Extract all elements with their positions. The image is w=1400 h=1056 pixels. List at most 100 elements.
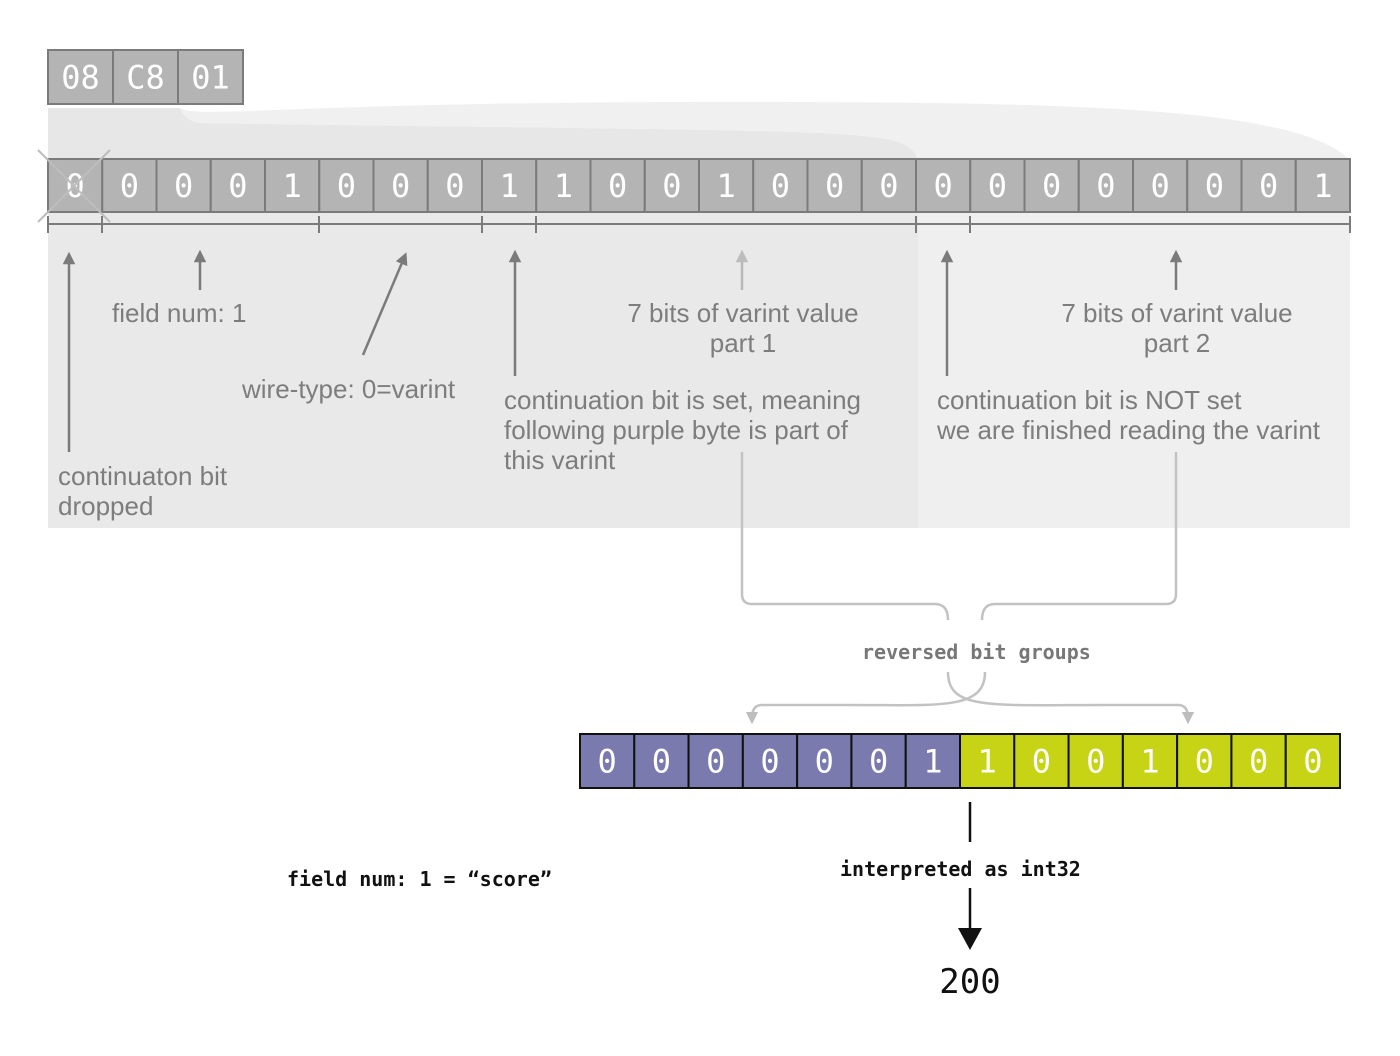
purple-bit-cell-value: 0 [652, 743, 671, 781]
bit-cell-value: 0 [1259, 167, 1278, 205]
label-continuation-set: continuation bit is set, meaning followi… [504, 385, 861, 475]
purple-bit-cell: 0 [579, 733, 636, 789]
bit-cell: 0 [643, 158, 700, 213]
panel-byte-1 [48, 212, 484, 528]
panel-byte-2 [484, 212, 918, 528]
bit-cell: 0 [426, 158, 483, 213]
bit-cell-value: 0 [662, 167, 681, 205]
bit-group-brackets [47, 216, 1351, 233]
bit-cell-value: 0 [771, 167, 790, 205]
bit-cell: 1 [481, 158, 538, 213]
bit-cell-value: 0 [445, 167, 464, 205]
bit-cell: 0 [1186, 158, 1243, 213]
bit-cell: 0 [1240, 158, 1297, 213]
bit-cell-value: 0 [391, 167, 410, 205]
label-continuation-dropped: continuaton bit dropped [58, 461, 228, 521]
label-varint-part1: 7 bits of varint value part 1 [627, 298, 859, 358]
bit-cell: 1 [264, 158, 321, 213]
bit-cell: 0 [1023, 158, 1080, 213]
label-varint-part2: 7 bits of varint value part 2 [1061, 298, 1293, 358]
bit-cell: 0 [969, 158, 1026, 213]
bit-cell: 0 [1077, 158, 1134, 213]
label-field-num: field num: 1 [112, 298, 247, 328]
label-continuation-not-set: continuation bit is NOT set we are finis… [937, 385, 1321, 445]
bit-cell: 0 [1132, 158, 1189, 213]
purple-bit-cell-value: 0 [815, 743, 834, 781]
green-bit-cell-value: 0 [1086, 743, 1105, 781]
bit-cell: 0 [372, 158, 429, 213]
hex-byte-cell-value: 01 [191, 59, 230, 97]
bit-cell-value: 0 [879, 167, 898, 205]
bit-cell-value: 0 [1205, 167, 1224, 205]
green-bit-cell-value: 1 [978, 743, 997, 781]
green-bit-cell: 0 [1176, 733, 1233, 789]
bit-cell-value: 0 [1042, 167, 1061, 205]
purple-bit-cell: 0 [850, 733, 907, 789]
purple-bit-cell-value: 0 [760, 743, 779, 781]
pointer-arrows [62, 249, 1183, 452]
bit-cell-value: 1 [554, 167, 573, 205]
interpret-arrow-icon [958, 802, 982, 950]
bit-cell: 0 [915, 158, 972, 213]
purple-bit-cell: 0 [633, 733, 690, 789]
bit-cell: 1 [535, 158, 592, 213]
purple-bit-cell-value: 1 [923, 743, 942, 781]
bit-cell: 0 [155, 158, 212, 213]
bit-cell: 0 [806, 158, 863, 213]
green-bit-cell-value: 0 [1303, 743, 1322, 781]
bit-cell-value: 0 [608, 167, 627, 205]
bit-cell-value: 0 [1150, 167, 1169, 205]
bit-cell-value: 0 [120, 167, 139, 205]
label-interpreted-as: interpreted as int32 [840, 857, 1081, 881]
bit-cell-value: 0 [337, 167, 356, 205]
bit-cell: 0 [752, 158, 809, 213]
bit-cell-value: 1 [1313, 167, 1332, 205]
bit-cell-value: 0 [174, 167, 193, 205]
bit-cell: 0 [209, 158, 266, 213]
green-bit-cell: 0 [1067, 733, 1124, 789]
arrow-wire-type-icon [361, 252, 408, 356]
background-panels [48, 101, 1350, 528]
bit-cell-value: 0 [228, 167, 247, 205]
bit-cell: 0 [101, 158, 158, 213]
result-value: 200 [939, 962, 1001, 1002]
label-field-mapping: field num: 1 = “score” [287, 867, 552, 891]
hex-byte-cell-value: C8 [126, 59, 165, 97]
bit-cell-value: 1 [282, 167, 301, 205]
purple-bit-cell: 0 [796, 733, 853, 789]
reversal-connector-icon [740, 452, 1195, 725]
green-bit-cell-value: 0 [1032, 743, 1051, 781]
bit-cell: 0 [589, 158, 646, 213]
bit-cell-value: 0 [933, 167, 952, 205]
bit-cell-value: 1 [499, 167, 518, 205]
bit-cell-value: 0 [988, 167, 1007, 205]
hex-byte-cell: 01 [177, 49, 244, 105]
encoded-bit-row: 000010001100100000000001 [47, 158, 1351, 213]
bit-cell-value: 0 [1096, 167, 1115, 205]
green-bit-cell-value: 0 [1249, 743, 1268, 781]
green-bit-cell: 1 [1121, 733, 1179, 789]
green-bit-cell: 0 [1013, 733, 1070, 789]
bit-cell: 1 [698, 158, 755, 213]
label-wire-type: wire-type: 0=varint [242, 374, 456, 404]
green-bit-cell: 0 [1230, 733, 1287, 789]
bit-cell-value: 0 [825, 167, 844, 205]
hex-byte-cell-value: 08 [61, 59, 100, 97]
hex-bytes: 08 C8 01 [47, 49, 244, 105]
purple-bit-cell-value: 0 [598, 743, 617, 781]
purple-bit-cell-value: 0 [706, 743, 725, 781]
dropped-bit-cross-icon [37, 149, 111, 223]
purple-bit-cell: 0 [741, 733, 799, 789]
bit-cell: 0 [318, 158, 375, 213]
bit-cell: 0 [860, 158, 917, 213]
purple-bit-cell: 1 [904, 733, 962, 789]
green-bit-cell-value: 0 [1195, 743, 1214, 781]
panel-byte-3 [918, 212, 1350, 528]
green-bit-cell: 1 [959, 733, 1016, 789]
bit-cell-value: 1 [716, 167, 735, 205]
purple-bit-cell-value: 0 [869, 743, 888, 781]
green-bit-cell-value: 1 [1140, 743, 1159, 781]
hex-byte-cell: C8 [112, 49, 179, 105]
